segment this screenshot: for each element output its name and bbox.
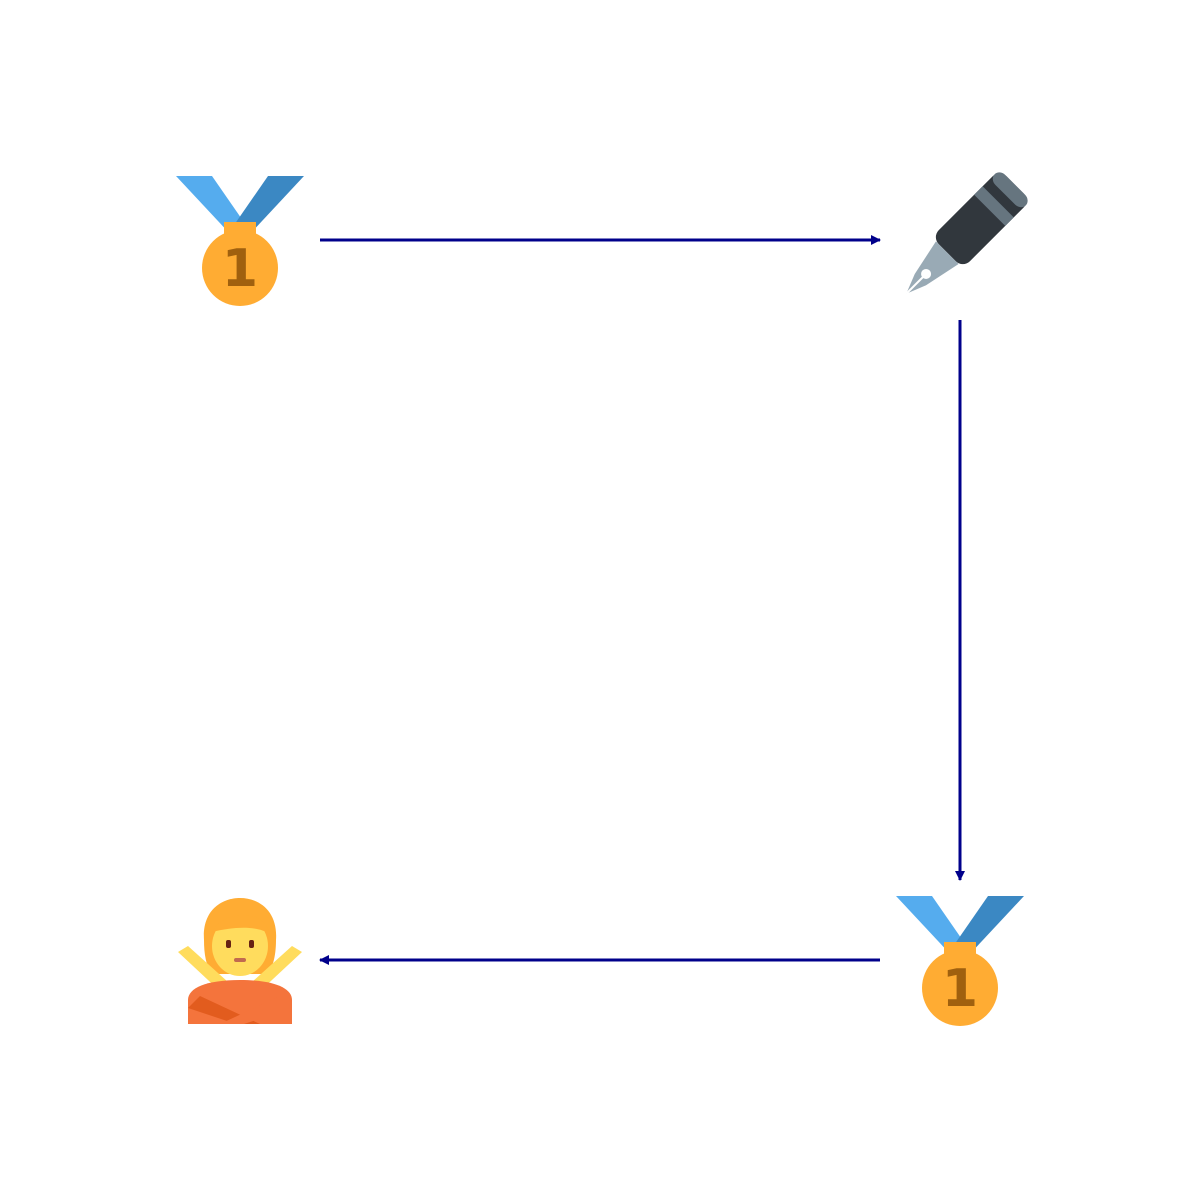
first-place-medal-icon: 1	[176, 176, 304, 306]
medal-label: 1	[942, 959, 978, 1019]
first-place-medal-icon: 1	[896, 896, 1024, 1026]
medal-label: 1	[222, 239, 258, 299]
fountain-pen-icon	[905, 172, 1028, 295]
person-gesturing-no-icon	[178, 898, 302, 1024]
